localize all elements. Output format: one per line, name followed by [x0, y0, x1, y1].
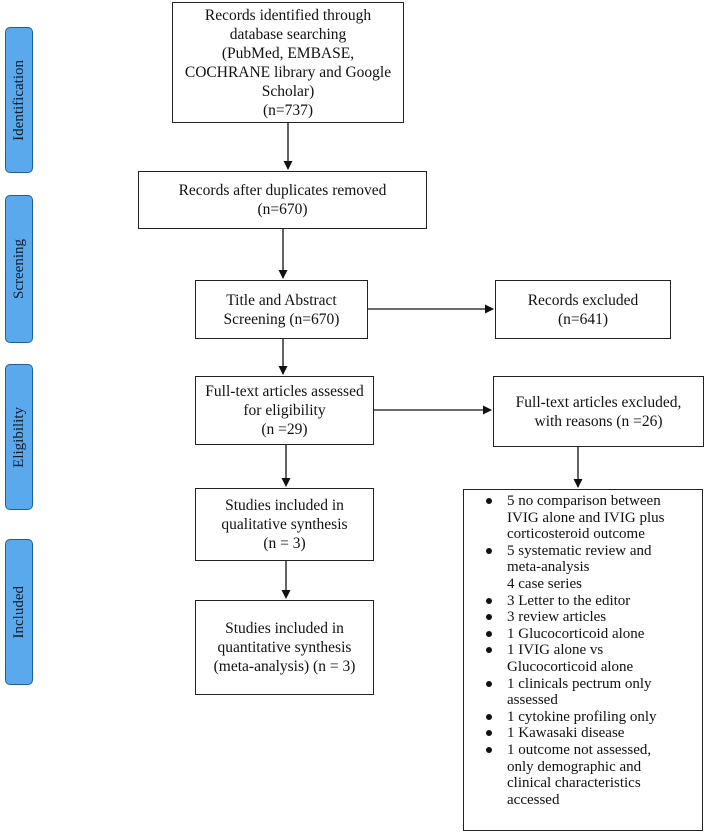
box-line: Records identified through	[204, 6, 372, 24]
exclusion-reason-line: accessed	[507, 791, 560, 808]
exclusion-reason-line: 4 case series	[507, 575, 582, 592]
exclusion-reason-item: 4 case series	[464, 576, 696, 593]
box-line: quantitative synthesis	[217, 639, 352, 656]
box-qualitative-synthesis: Studies included in qualitative synthesi…	[195, 488, 374, 561]
box-line: Records after duplicates removed	[178, 182, 387, 199]
box-line: for eligibility	[243, 402, 326, 419]
box-quantitative-synthesis: Studies included in quantitative synthes…	[195, 600, 374, 695]
box-fulltext-excluded: Full-text articles excluded, with reason…	[493, 376, 704, 447]
exclusion-reason-item: 1 outcome not assessed,only demographic …	[464, 742, 696, 808]
exclusion-reason-item: 1 Glucocorticoid alone	[464, 626, 696, 643]
box-duplicates-removed: Records after duplicates removed (n=670)	[138, 171, 427, 229]
box-line: (n=737)	[262, 101, 314, 119]
box-title-abstract-screening: Title and Abstract Screening (n=670)	[195, 280, 368, 339]
box-line: Records excluded	[527, 291, 639, 309]
exclusion-reason-line: corticosteroid outcome	[507, 526, 645, 543]
box-records-excluded: Records excluded (n=641)	[495, 280, 671, 339]
phase-included-label: Included	[5, 539, 33, 685]
box-line: Full-text articles assessed	[205, 383, 364, 400]
exclusion-reason-item: 3 review articles	[464, 609, 696, 626]
exclusion-reason-line: assessed	[507, 692, 558, 709]
exclusion-reason-line: 1 IVIG alone vs	[507, 642, 604, 659]
exclusion-reason-item: 1 cytokine profiling only	[464, 709, 696, 726]
exclusion-reason-line: 1 cytokine profiling only	[507, 708, 657, 725]
box-line: Screening (n=670)	[223, 310, 340, 328]
phase-screening-label: Screening	[5, 195, 33, 343]
box-line: Studies included in	[225, 497, 344, 514]
exclusion-reason-line: 5 no comparison between	[507, 493, 661, 509]
box-line: COCHRANE library and Google	[184, 63, 392, 81]
box-line: Full-text articles excluded,	[515, 393, 682, 411]
box-line: (n=641)	[557, 310, 609, 328]
box-fulltext-assessed: Full-text articles assessed for eligibil…	[195, 376, 374, 445]
box-line: Scholar)	[261, 82, 315, 100]
exclusion-reason-item: 1 Kawasaki disease	[464, 725, 696, 742]
exclusion-reason-line: 3 review articles	[507, 609, 607, 626]
exclusion-reason-line: 3 Letter to the editor	[507, 592, 631, 609]
exclusion-reason-line: 5 systematic review and	[507, 542, 652, 559]
box-line: (n =29)	[261, 421, 308, 438]
box-line: Studies included in	[225, 620, 344, 637]
box-line: (PubMed, EMBASE,	[221, 44, 355, 62]
box-records-identified: Records identified through database sear…	[172, 2, 404, 123]
exclusion-reason-item: 3 Letter to the editor	[464, 593, 696, 610]
box-line: database searching	[229, 25, 347, 43]
exclusion-reason-line: 1 Glucocorticoid alone	[507, 625, 645, 642]
exclusion-reason-line: Glucocorticoid alone	[507, 658, 634, 675]
exclusion-reason-line: IVIG alone and IVIG plus	[507, 509, 665, 526]
box-line: with reasons (n =26)	[534, 412, 663, 430]
box-line: Title and Abstract	[226, 291, 337, 309]
exclusion-reason-line: 1 clinicals pectrum only	[507, 675, 652, 692]
box-line: (n=670)	[257, 201, 308, 218]
box-line: (meta-analysis) (n = 3)	[213, 658, 356, 675]
exclusion-reason-line: 1 Kawasaki disease	[507, 725, 625, 742]
exclusion-reason-line: 1 outcome not assessed,	[507, 741, 652, 758]
exclusion-reason-line: meta-analysis	[507, 559, 590, 576]
box-line: qualitative synthesis	[221, 516, 348, 533]
exclusion-reason-line: only demographic and	[507, 758, 642, 775]
phase-eligibility-label: Eligibility	[5, 364, 33, 510]
exclusion-reason-line: clinical characteristics	[507, 775, 641, 792]
phase-identification-label: Identification	[5, 27, 33, 173]
box-line: (n = 3)	[263, 535, 306, 552]
